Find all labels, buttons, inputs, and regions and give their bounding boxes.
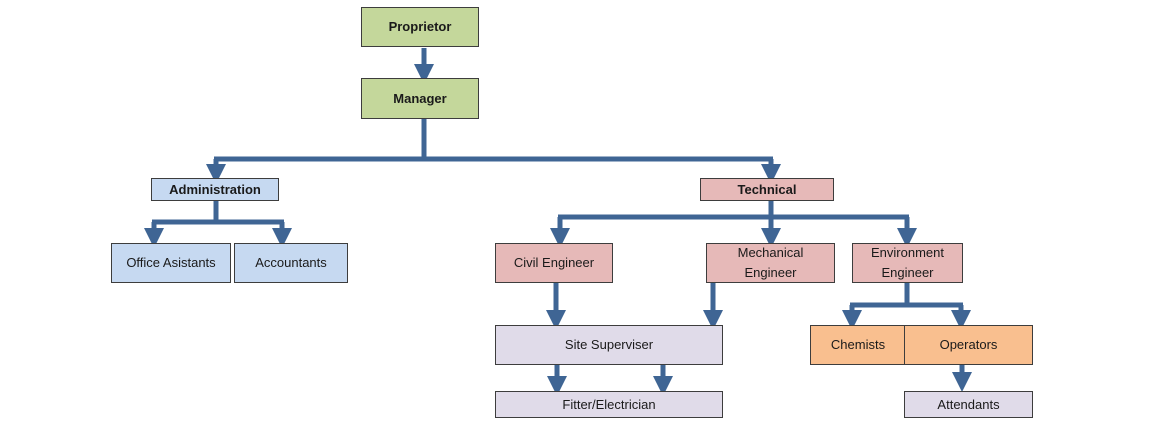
node-operators: Operators <box>904 325 1033 365</box>
node-administration: Administration <box>151 178 279 201</box>
node-fitter-electrician: Fitter/Electrician <box>495 391 723 418</box>
node-attendants: Attendants <box>904 391 1033 418</box>
node-site-superviser: Site Superviser <box>495 325 723 365</box>
node-chemists: Chemists <box>810 325 906 365</box>
node-mechanical-engineer: Mechanical Engineer <box>706 243 835 283</box>
node-technical: Technical <box>700 178 834 201</box>
node-accountants: Accountants <box>234 243 348 283</box>
node-environment-engineer: Environment Engineer <box>852 243 963 283</box>
node-manager: Manager <box>361 78 479 119</box>
node-office-asistants: Office Asistants <box>111 243 231 283</box>
node-civil-engineer: Civil Engineer <box>495 243 613 283</box>
node-proprietor: Proprietor <box>361 7 479 47</box>
